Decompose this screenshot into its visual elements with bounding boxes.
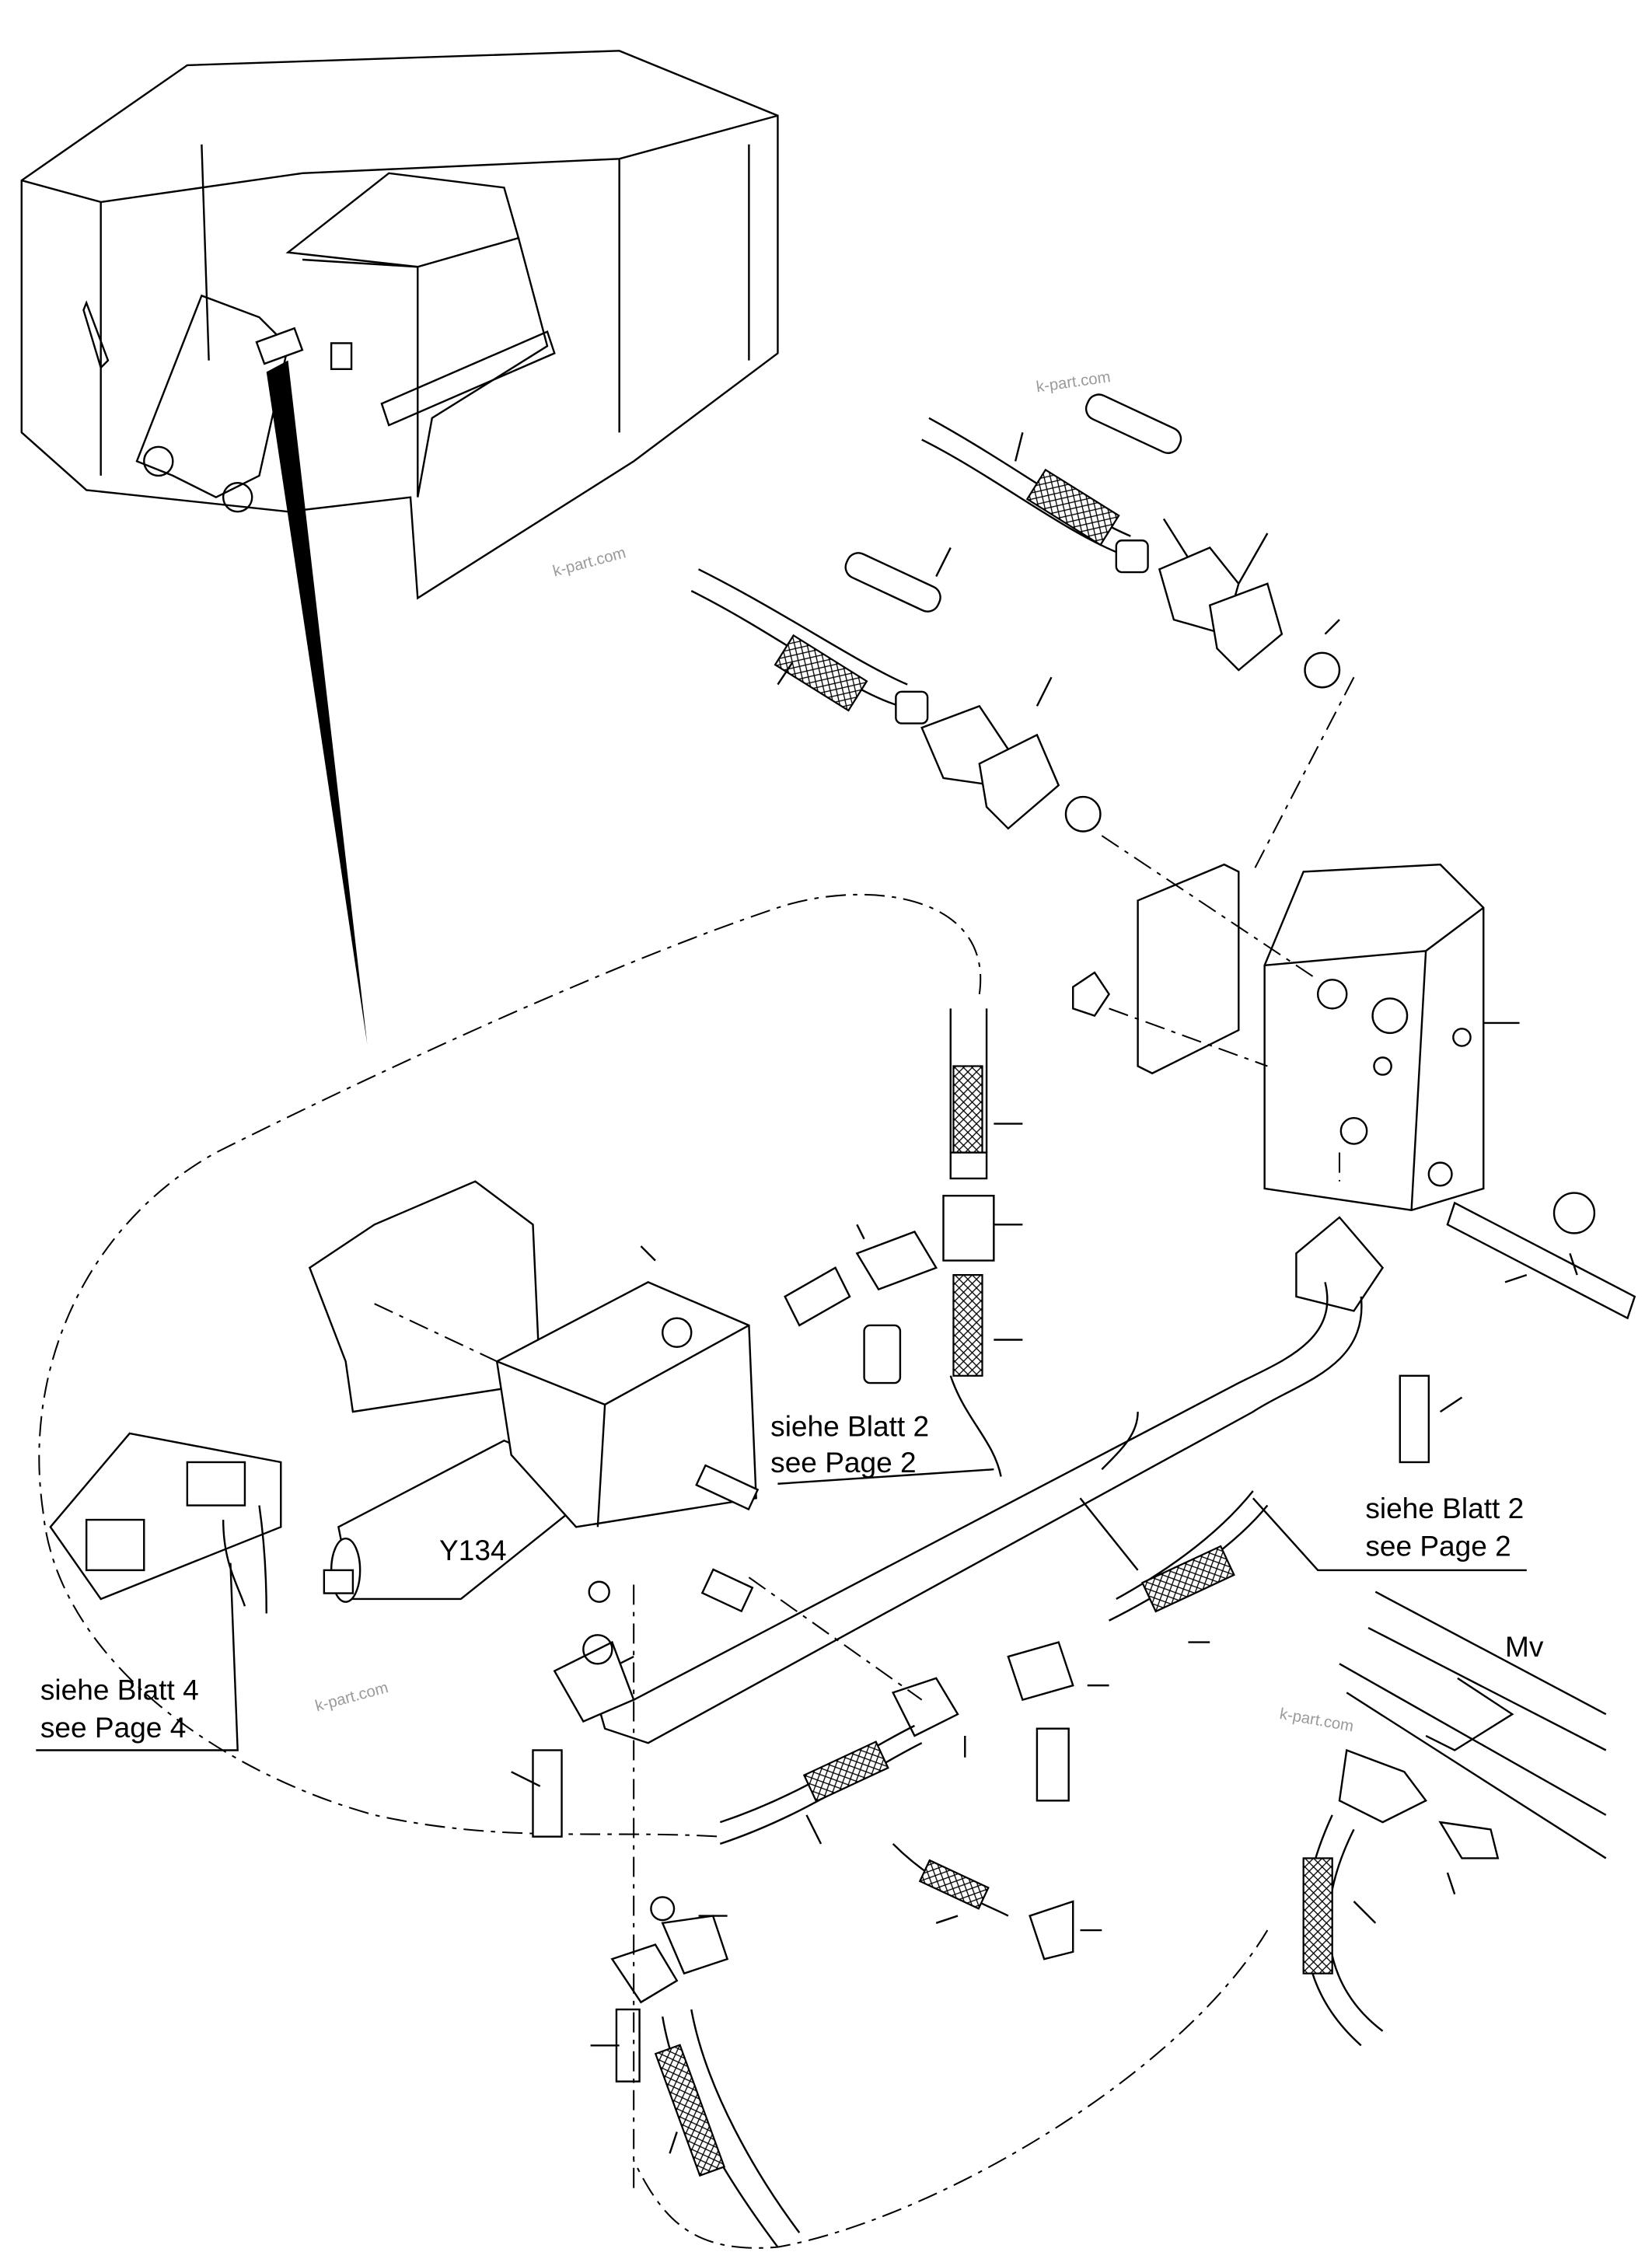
upper-hose-assembly bbox=[690, 393, 1341, 833]
valve-label: Mv bbox=[1505, 1630, 1544, 1663]
watermark: k-part.com bbox=[313, 1679, 390, 1715]
cylinder-label: Y134 bbox=[439, 1534, 507, 1566]
ref-page2-a-de: siehe Blatt 2 bbox=[770, 1410, 929, 1443]
ref-page2-a-en: see Page 2 bbox=[770, 1446, 916, 1479]
leader-lines bbox=[36, 432, 1578, 2190]
valve-block bbox=[1072, 863, 1636, 1320]
pipework bbox=[532, 1008, 1607, 2248]
machine-overview bbox=[20, 50, 779, 1045]
cylinder-y134-assembly bbox=[308, 1180, 760, 1613]
assembly-boundary bbox=[38, 893, 982, 1838]
solenoid-valves bbox=[49, 1432, 282, 1614]
ref-page4-en: see Page 4 bbox=[40, 1711, 186, 1744]
watermark: k-part.com bbox=[1278, 1706, 1355, 1735]
watermark: k-part.com bbox=[1036, 368, 1112, 396]
ref-page4-de: siehe Blatt 4 bbox=[40, 1674, 199, 1706]
ref-page2-b-en: see Page 2 bbox=[1365, 1529, 1511, 1562]
watermark: k-part.com bbox=[551, 544, 628, 580]
ref-page2-b-de: siehe Blatt 2 bbox=[1365, 1492, 1524, 1524]
